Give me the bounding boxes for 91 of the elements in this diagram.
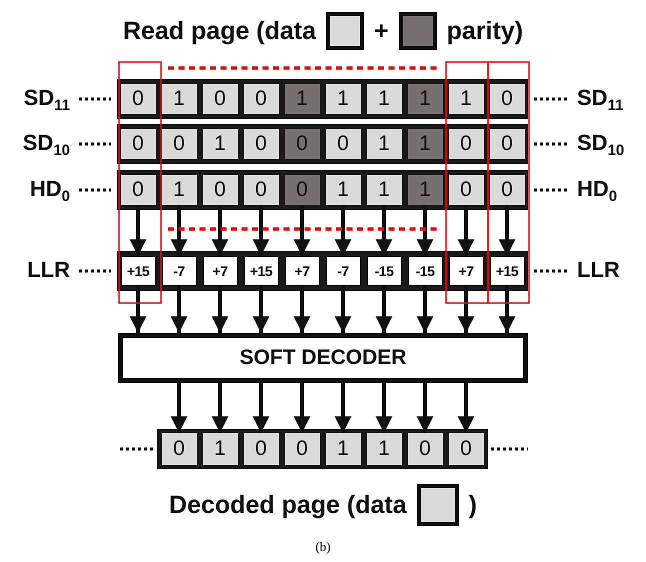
decoded-bit-cell: 0: [162, 433, 196, 465]
arrow: [376, 286, 392, 333]
arrow: [212, 205, 228, 256]
arrow: [294, 383, 310, 433]
data-bit-cell: 0: [120, 129, 156, 159]
data-bit-cell: 0: [448, 175, 484, 205]
data-bit-cell: 0: [448, 129, 484, 159]
parity-bit-cell: 1: [408, 129, 442, 159]
arrow: [416, 286, 434, 333]
data-bit-cell: 0: [120, 175, 156, 205]
parity-bit-cell: 0: [284, 129, 320, 159]
figure-caption: (b): [314, 539, 332, 555]
data-bit-cell: 1: [366, 175, 402, 205]
arrow: [458, 383, 474, 433]
llr-value-cell: +7: [284, 256, 320, 286]
decoder-block: SOFT DECODER: [118, 333, 528, 383]
llr-value-cell: -7: [162, 256, 196, 286]
arrow: [170, 383, 188, 433]
row-label: LLR: [577, 259, 620, 281]
plus-sign: +: [374, 16, 389, 46]
data-bit-cell: 1: [202, 129, 238, 159]
data-bit-cell: 1: [326, 175, 360, 205]
arrow: [130, 286, 146, 333]
data-bit-cell: 0: [326, 129, 360, 159]
llr-value-cell: -15: [366, 256, 402, 286]
arrow: [334, 286, 352, 333]
arrow: [458, 286, 474, 333]
llr-value-cell: +15: [120, 256, 156, 286]
decoded-bit-cell: 0: [408, 433, 442, 465]
arrow: [294, 286, 310, 333]
parity-bit-cell: 1: [408, 175, 442, 205]
data-bit-cell: 1: [366, 84, 402, 114]
arrow: [252, 383, 270, 433]
row-label: SD$_{10}$: [22, 132, 70, 154]
row-label: LLR: [27, 259, 70, 281]
decoded-bit-cell: 1: [366, 433, 402, 465]
decoded-bit-cell: 1: [326, 433, 360, 465]
arrow: [334, 205, 352, 256]
arrow: [498, 286, 516, 333]
row-label: HD$_{0}$: [30, 178, 70, 200]
arrow: [376, 383, 392, 433]
llr-value-cell: +15: [490, 256, 524, 286]
arrow: [416, 205, 434, 256]
parity-bit-cell: 1: [284, 84, 320, 114]
legend-text: parity): [446, 16, 524, 46]
arrow: [294, 205, 310, 256]
parity-bit-cell: 0: [284, 175, 320, 205]
arrow: [170, 286, 188, 333]
row-label: SD$_{11}$: [24, 87, 70, 109]
arrow: [334, 383, 352, 433]
data-bit-cell: 0: [202, 175, 238, 205]
legend-text: Decoded page (data: [169, 490, 407, 520]
data-bit-cell: 0: [244, 129, 278, 159]
arrow: [416, 383, 434, 433]
row-label: HD$_{0}$: [577, 178, 618, 200]
data-bit-cell: 0: [490, 84, 524, 114]
decoded-bit-cell: 0: [244, 433, 278, 465]
llr-value-cell: +15: [244, 256, 278, 286]
arrow: [498, 205, 516, 256]
arrow: [212, 383, 228, 433]
data-bit-cell: 0: [490, 129, 524, 159]
llr-value-cell: -15: [408, 256, 442, 286]
data-bit-cell: 1: [162, 175, 196, 205]
arrow: [130, 205, 146, 256]
llr-value-cell: -7: [326, 256, 360, 286]
llr-value-cell: +7: [448, 256, 484, 286]
closing-parenthesis: ): [468, 490, 477, 520]
data-bit-cell: 1: [326, 84, 360, 114]
row-label: SD$_{11}$: [577, 87, 624, 109]
decoded-bit-cell: 1: [202, 433, 238, 465]
data-bit-cell: 0: [202, 84, 238, 114]
data-bit-cell: 1: [162, 84, 196, 114]
arrow: [252, 286, 270, 333]
arrow: [212, 286, 228, 333]
arrow: [252, 205, 270, 256]
row-label: SD$_{10}$: [577, 132, 624, 154]
llr-value-cell: +7: [202, 256, 238, 286]
parity-bit-cell: 1: [408, 84, 442, 114]
data-bit-cell: 0: [162, 129, 196, 159]
data-bit-cell: 0: [244, 175, 278, 205]
arrow: [458, 205, 474, 256]
decoded-bit-cell: 0: [284, 433, 320, 465]
arrow: [170, 205, 188, 256]
data-bit-cell: 1: [366, 129, 402, 159]
legend-text: Read page (data: [122, 16, 316, 46]
data-bit-cell: 0: [120, 84, 156, 114]
arrow: [376, 205, 392, 256]
data-bit-cell: 0: [244, 84, 278, 114]
data-bit-cell: 0: [490, 175, 524, 205]
decoded-bit-cell: 0: [448, 433, 484, 465]
data-bit-cell: 1: [448, 84, 484, 114]
